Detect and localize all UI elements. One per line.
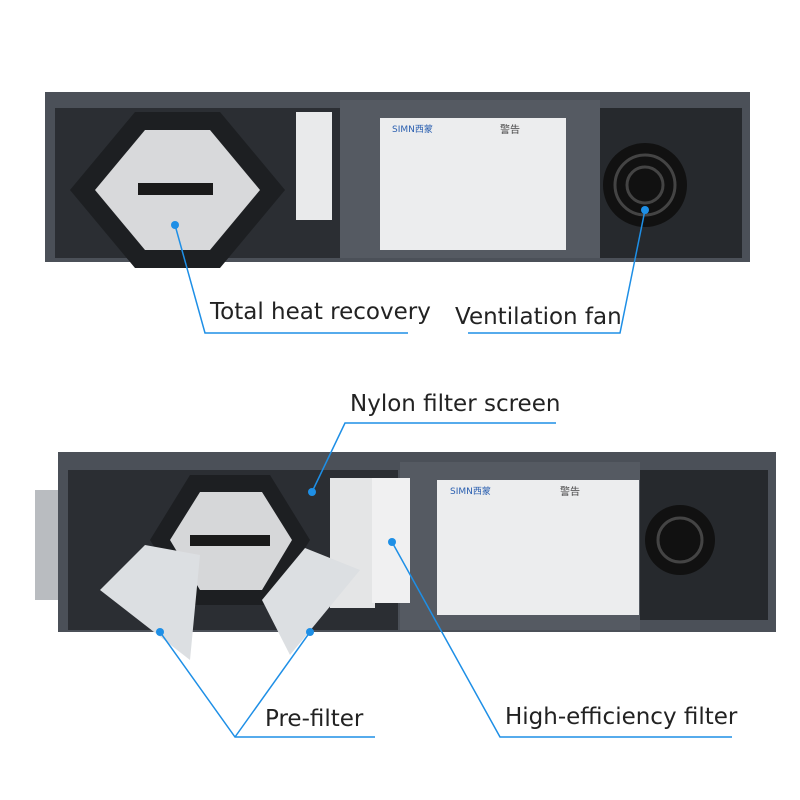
label-pre-filter: Pre-filter xyxy=(265,706,364,732)
leader-dots xyxy=(156,206,649,636)
bottom-unit: SIMN西蒙 警告 xyxy=(35,452,776,660)
top-unit: SIMN西蒙 警告 xyxy=(45,92,750,268)
panel-warning: 警告 xyxy=(500,123,520,136)
panel-warning-2: 警告 xyxy=(560,485,580,498)
leader-lines xyxy=(159,209,732,738)
label-high-efficiency-filter: High-efficiency filter xyxy=(505,704,738,730)
hepa-filter xyxy=(296,112,332,220)
pre-filter-right xyxy=(262,548,360,655)
label-total-heat-recovery: Total heat recovery xyxy=(210,299,431,325)
label-nylon-filter-screen: Nylon filter screen xyxy=(350,391,561,417)
info-panel xyxy=(380,118,566,250)
panel-logo: SIMN西蒙 xyxy=(392,123,433,135)
pre-filter-left xyxy=(100,545,200,660)
panel-logo-2: SIMN西蒙 xyxy=(450,485,491,497)
label-ventilation-fan: Ventilation fan xyxy=(455,304,622,330)
